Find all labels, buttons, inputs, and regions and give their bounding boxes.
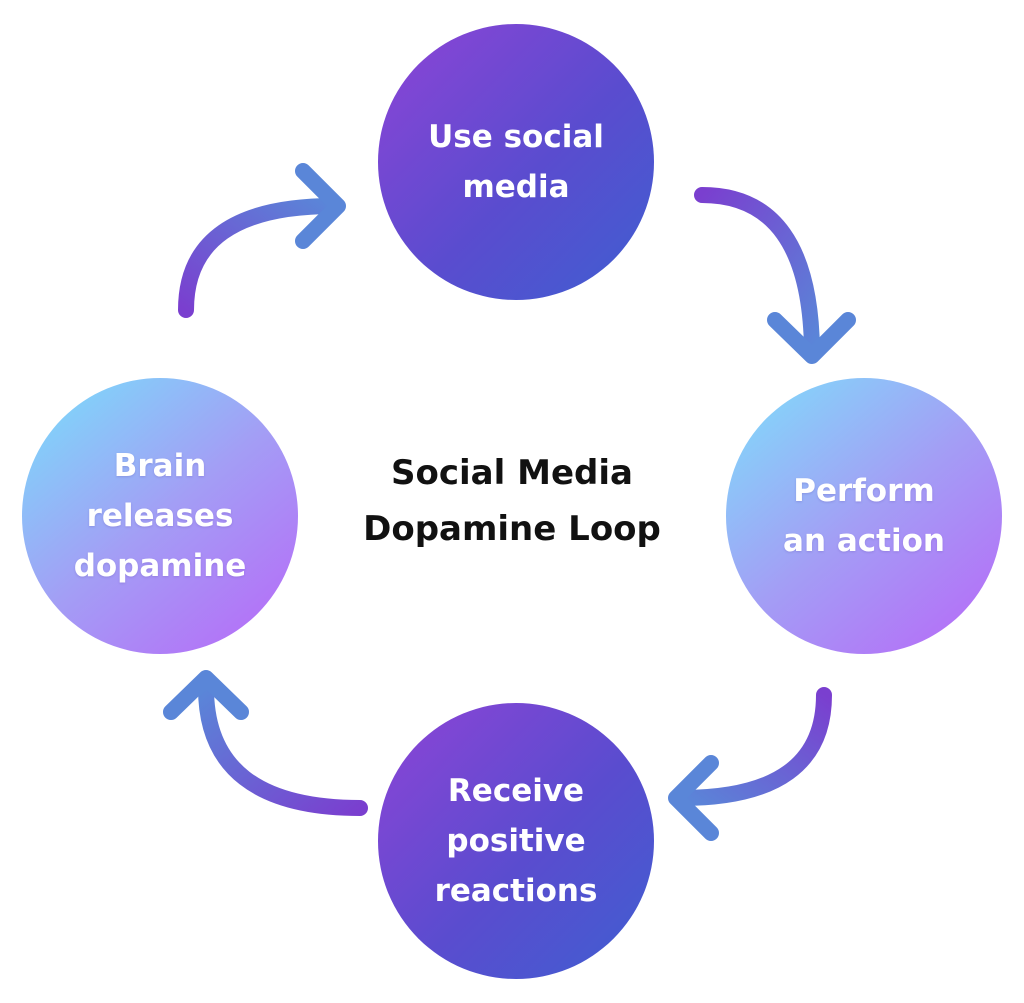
arrow-left-to-top <box>178 163 346 318</box>
node-brain-dopamine: Brain releases dopamine <box>22 378 298 654</box>
node-use-social-media: Use social media <box>378 24 654 300</box>
arrow-bottom-to-left <box>163 670 368 816</box>
diagram-title: Social Media Dopamine Loop <box>363 453 661 549</box>
node-label-left: Brain releases dopamine <box>73 448 247 584</box>
arrow-right-to-bottom <box>668 687 832 841</box>
node-label-right: Perform an action <box>783 473 945 559</box>
node-label-top: Use social media <box>428 119 604 205</box>
node-label-bottom: Receive positive reactions <box>434 773 598 909</box>
arrow-top-to-right <box>694 187 856 364</box>
node-perform-action: Perform an action <box>726 378 1002 654</box>
node-receive-reactions: Receive positive reactions <box>378 703 654 979</box>
